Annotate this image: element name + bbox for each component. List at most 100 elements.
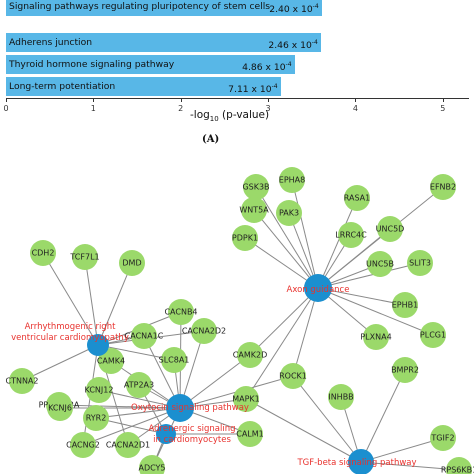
- bar-1: Signaling pathways regulating pluripoten…: [6, 0, 323, 16]
- bar-term-label: Adherens junction: [9, 37, 93, 48]
- gene-node-slc8a1: SLC8A1: [159, 347, 189, 373]
- gene-label: CACNA2D1: [106, 441, 150, 450]
- hub-node-arrh: [87, 334, 109, 356]
- gene-circle: [119, 250, 145, 276]
- gene-label: CAMK2D: [233, 351, 267, 360]
- gene-node-wnt5a: WNT5A: [239, 197, 269, 223]
- x-axis-line: [6, 98, 469, 99]
- gene-label: CTNNA2: [5, 377, 38, 386]
- x-tick-mark: [268, 98, 270, 102]
- gene-circle: [344, 185, 370, 211]
- enrichment-bar-chart: Signaling pathways regulating pluripoten…: [0, 0, 474, 150]
- gene-node-kcnj6: KCNJ6: [47, 395, 73, 421]
- gene-node-mapk1: MAPK1: [232, 386, 260, 412]
- gene-circle: [131, 323, 157, 349]
- gene-label: LRRC4C: [335, 231, 367, 240]
- x-tick-label: 0: [3, 104, 9, 113]
- pvalue-exponent: -4: [312, 3, 319, 10]
- gene-label: CACNA1C: [125, 332, 164, 341]
- pvalue-mantissa: 7.11 x 10: [228, 84, 272, 96]
- gene-node-rps6kb1: RPS6KB1: [441, 457, 474, 474]
- gene-node-cacnb4: CACNB4: [164, 299, 198, 325]
- gene-label: CACNB4: [164, 308, 197, 317]
- gene-label: ATP2A3: [124, 381, 154, 390]
- edge-rps6kb1-tgf: [360, 461, 460, 471]
- gene-label: ROCK1: [279, 372, 307, 381]
- gene-node-rasa1: RASA1: [344, 185, 370, 211]
- x-tick-label: 2: [178, 104, 184, 113]
- gene-node-rock1: ROCK1: [279, 363, 307, 389]
- gene-circle: [86, 377, 112, 403]
- pvalue-exponent: -4: [311, 39, 318, 46]
- gene-label: CALM1: [236, 430, 264, 439]
- gene-circle: [407, 250, 433, 276]
- edge-ephb1-axon: [317, 287, 406, 306]
- gene-node-inhbb: INHBB: [328, 384, 354, 410]
- gene-circle: [338, 222, 364, 248]
- gene-label: INHBB: [328, 393, 353, 402]
- gene-circle: [232, 225, 258, 251]
- edge-rock1-axon: [292, 287, 319, 377]
- bar-pvalue-label: 2.46 x 10-4: [268, 33, 317, 52]
- x-tick-label: 4: [352, 104, 358, 113]
- panel-label: (A): [202, 134, 220, 145]
- pvalue-mantissa: 4.86 x 10: [242, 62, 286, 74]
- pvalue-mantissa: 2.40 x 10: [269, 4, 313, 16]
- gene-label: ADCY5: [138, 464, 165, 473]
- x-tick-label: 3: [265, 104, 271, 113]
- gene-circle: [328, 384, 354, 410]
- hub-label-line: in cardiomyocytes: [153, 435, 231, 445]
- gene-circle: [446, 457, 472, 474]
- hub-label-line: Adrenergic signaling: [149, 424, 236, 434]
- hub-node-tgf: [348, 449, 374, 474]
- gene-circle: [280, 363, 306, 389]
- gene-label: DMD: [122, 259, 141, 268]
- hub-label-line: Oxytocin signaling pathway: [131, 403, 249, 413]
- bar-term-label: Long-term potentiation: [9, 81, 116, 92]
- gene-label: UNC5D: [376, 225, 405, 234]
- gene-circle: [392, 292, 418, 318]
- edge-unc5d-axon: [317, 228, 391, 289]
- gene-label: PLCG1: [420, 331, 446, 340]
- gene-circle: [363, 324, 389, 350]
- hub-label-oxy: Oxytocin signaling pathway: [131, 403, 249, 413]
- hub-label-line: Arrhythmogenic right: [25, 322, 117, 332]
- hub-label-line: TGF-beta signaling pathway: [296, 458, 416, 468]
- gene-node-camk4: CAMK4: [97, 348, 125, 374]
- x-tick-label: 5: [440, 104, 446, 113]
- gene-node-plcg1: PLCG1: [420, 322, 446, 348]
- gene-node-pak3: PAK3: [276, 200, 302, 226]
- hub-node-adr: [156, 424, 176, 444]
- gene-node-ctnna2: CTNNA2: [5, 368, 39, 394]
- edge-bmpr2-tgf: [360, 369, 406, 463]
- gene-node-cacng2: CACNG2: [66, 432, 100, 458]
- gene-node-epha8: EPHA8: [279, 167, 305, 193]
- gene-node-tcf7l1: TCF7L1: [69, 244, 100, 270]
- gene-label: CDH2: [32, 249, 55, 258]
- gene-circle: [430, 425, 456, 451]
- gene-node-camk2d: CAMK2D: [233, 342, 267, 368]
- gene-circle: [115, 432, 141, 458]
- x-tick-mark: [93, 98, 95, 102]
- gene-label: CAMK4: [97, 357, 125, 366]
- edge-ctnna2-arrh: [21, 344, 99, 382]
- x-tick-mark: [355, 98, 357, 102]
- gene-circle: [126, 372, 152, 398]
- gene-node-ryr2: RYR2: [83, 405, 109, 431]
- edge-slit3-axon: [317, 262, 421, 289]
- gene-label: TGIF2: [430, 434, 454, 443]
- gene-node-cdh2: CDH2: [30, 240, 56, 266]
- x-tick-mark: [6, 98, 7, 102]
- gene-label: KCNJ12: [85, 386, 114, 395]
- gene-label: BMPR2: [391, 366, 419, 375]
- gene-circle: [279, 167, 305, 193]
- gene-circle: [243, 174, 269, 200]
- gene-circle: [237, 342, 263, 368]
- gene-circle: [83, 405, 109, 431]
- gene-circle: [377, 216, 403, 242]
